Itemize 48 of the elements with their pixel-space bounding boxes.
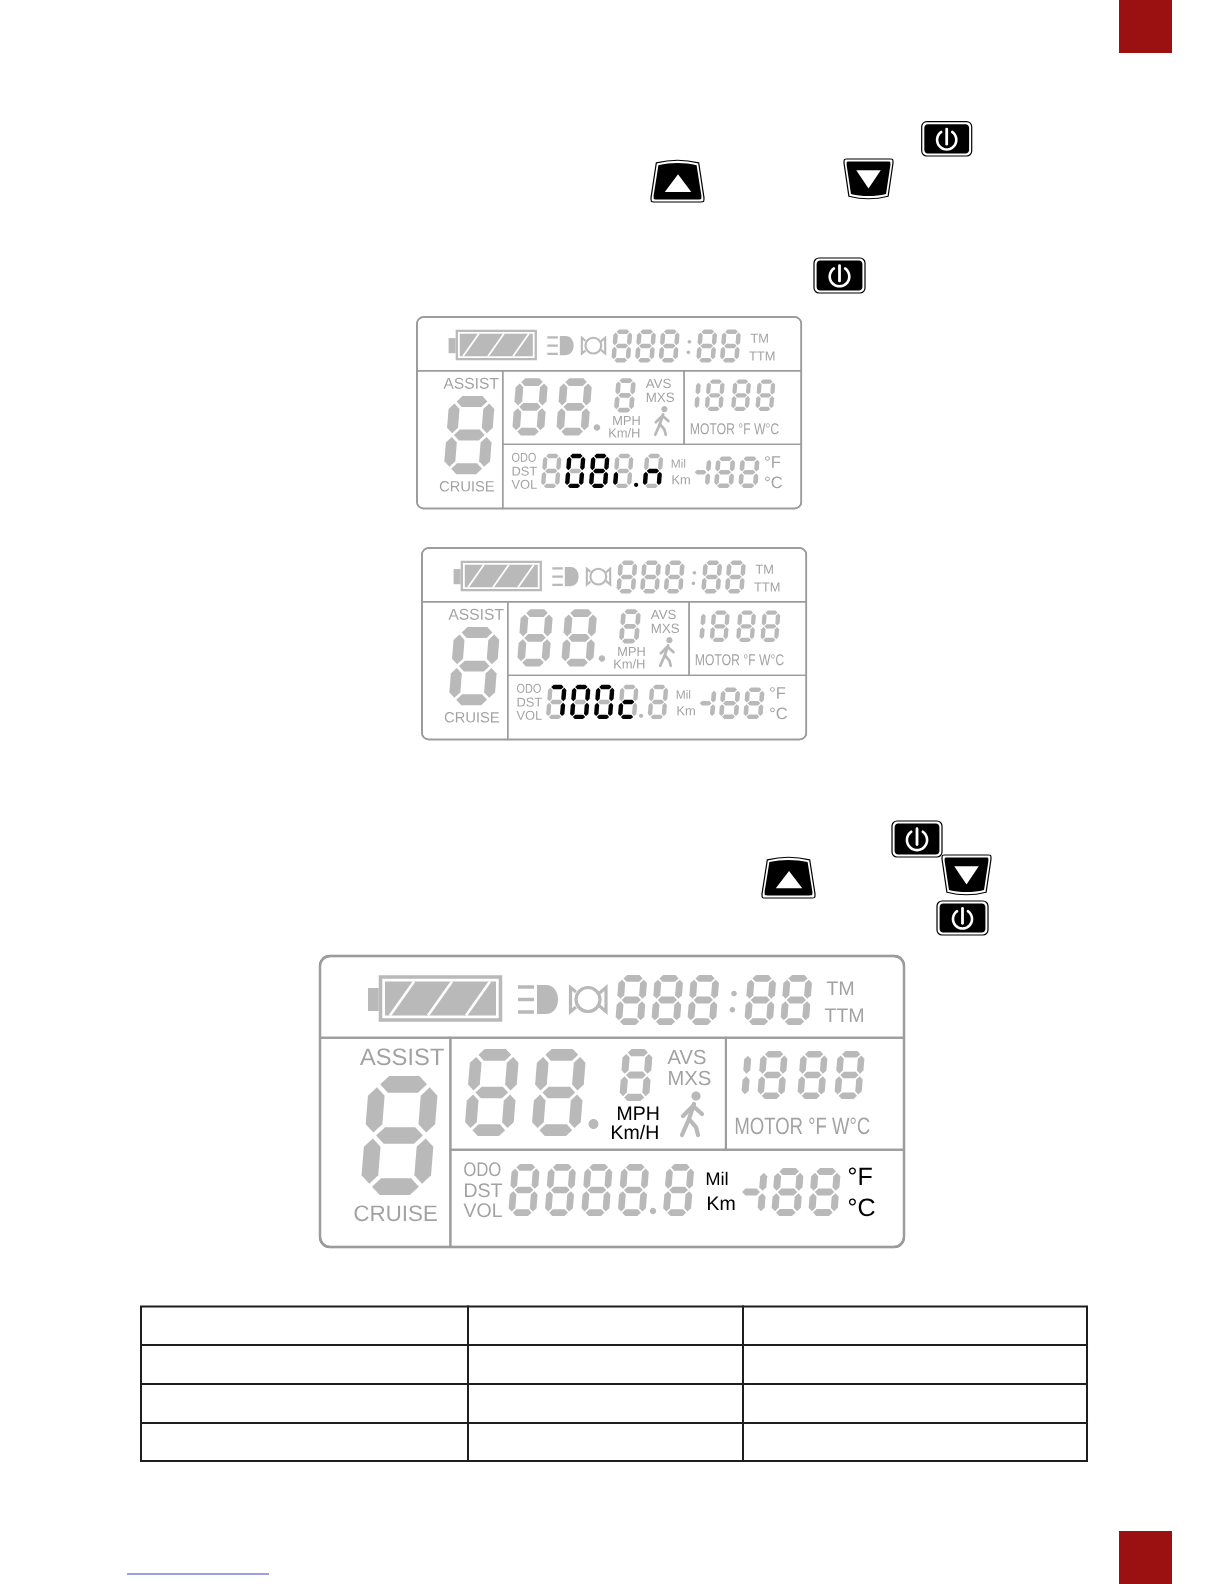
lcd-label: MPH — [618, 1106, 659, 1120]
lcd-label: CRUISE — [439, 481, 495, 492]
lcd-label: Km/H — [614, 659, 645, 669]
lcd-label: MOTOR °F W°C — [735, 1117, 870, 1135]
lcd-label: TM — [750, 333, 768, 343]
lcd-label: MOTOR °F W°C — [690, 423, 779, 435]
lcd-label: Km — [708, 1196, 735, 1210]
lcd-label: Mil — [671, 459, 686, 468]
lcd-label: ODO — [517, 683, 541, 693]
lcd-label: MXS — [646, 392, 674, 402]
lcd-label: CRUISE — [354, 1205, 437, 1222]
lcd-label: Mil — [676, 690, 691, 699]
lcd-label: ASSIST — [448, 608, 504, 620]
lcd-label: VOL — [516, 710, 542, 720]
lcd-label: Mil — [706, 1171, 728, 1185]
lcd-label: TM — [755, 564, 773, 574]
lcd-label: Km — [672, 475, 690, 485]
lcd-label: VOL — [511, 479, 537, 489]
lcd-label: °C — [765, 476, 783, 489]
lcd-label: Km/H — [612, 1124, 658, 1140]
lcd-label: VOL — [463, 1203, 502, 1218]
lcd-label: TTM — [749, 351, 775, 361]
lcd-label: Km/H — [609, 428, 640, 438]
lcd-label: Km — [677, 706, 695, 716]
lcd-label: °F — [770, 687, 786, 699]
lcd-label: MXS — [651, 623, 679, 633]
lcd-label: DST — [512, 466, 537, 476]
lcd-label: AVS — [667, 1049, 706, 1065]
lcd-label: CRUISE — [444, 712, 500, 723]
lcd-label: ODO — [464, 1162, 501, 1177]
lcd-label: TTM — [754, 582, 780, 592]
lcd-label: TTM — [824, 1008, 863, 1022]
lcd-label: DST — [517, 697, 542, 707]
lcd-label: ASSIST — [443, 377, 499, 389]
lcd-label: °F — [765, 456, 781, 468]
lcd-label: MPH — [613, 416, 640, 425]
lcd-label: °C — [848, 1198, 875, 1217]
lcd-label: MOTOR °F W°C — [695, 654, 784, 666]
lcd-label: DST — [465, 1183, 503, 1198]
lcd-label: AVS — [645, 378, 671, 389]
lcd-label: ASSIST — [359, 1048, 444, 1066]
lcd-label: MPH — [618, 647, 645, 656]
lcd-label: AVS — [650, 609, 676, 620]
lcd-label: MXS — [669, 1070, 711, 1086]
lcd-label: TM — [826, 981, 854, 995]
lcd-label: °C — [770, 707, 788, 720]
lcd-label: ODO — [512, 452, 536, 462]
lcd-label: °F — [848, 1167, 872, 1185]
